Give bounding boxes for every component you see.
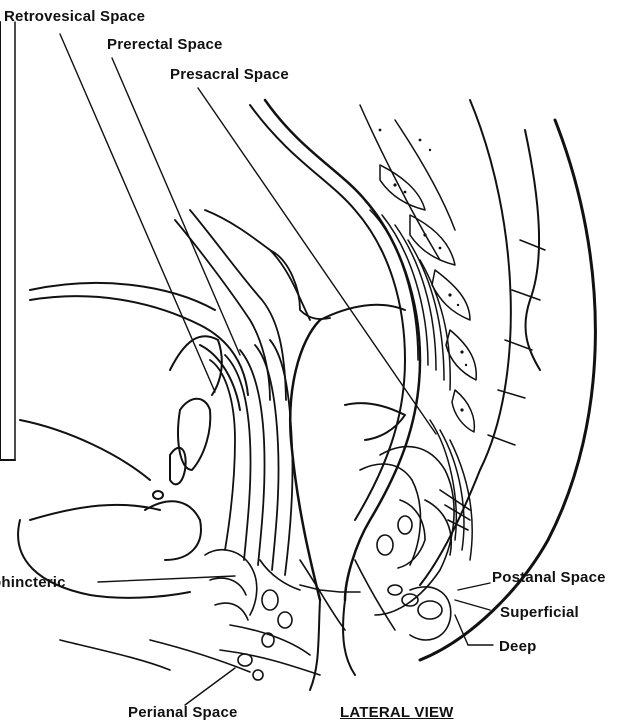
label-deep: Deep xyxy=(499,639,536,654)
label-postanal-space: Postanal Space xyxy=(492,570,606,585)
label-perianal-space: Perianal Space xyxy=(128,705,238,720)
label-retrovesical-space: Retrovesical Space xyxy=(4,9,145,24)
perineal-region xyxy=(60,550,360,680)
label-superficial: Superficial xyxy=(500,605,579,620)
anal-sphincter-complex xyxy=(300,447,470,640)
levator-muscle-fibers xyxy=(370,210,472,560)
rectum xyxy=(250,100,420,690)
rectovesical-septum xyxy=(175,210,330,575)
figure-frame-edge xyxy=(0,22,15,460)
label-prerectal-space: Prerectal Space xyxy=(107,37,223,52)
label-lateral-view: LATERAL VIEW xyxy=(340,705,454,720)
label-presacral-space: Presacral Space xyxy=(170,67,289,82)
